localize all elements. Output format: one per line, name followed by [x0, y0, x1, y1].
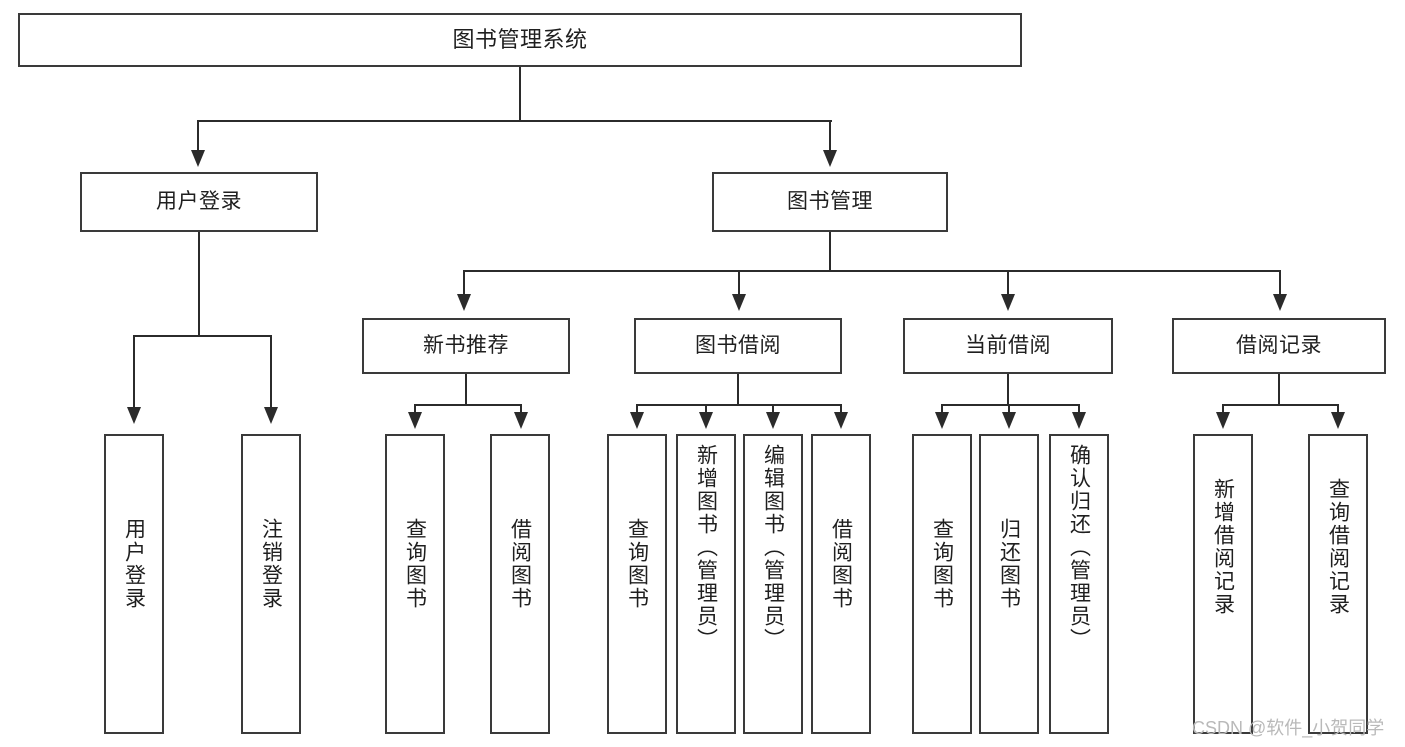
arrow-root-to-book-management	[823, 150, 837, 167]
edge-book-borrow-to-leaf-4	[840, 404, 843, 414]
edge-bm-to-current	[1007, 270, 1010, 294]
node-label: 用户登录	[122, 518, 146, 610]
node-root-book-management-system[interactable]: 图书管理系统	[18, 13, 1022, 67]
edge-bm-to-records	[1279, 270, 1282, 294]
edge-root-to-book-management	[829, 120, 832, 150]
edge-borrow-records-to-leaf-2	[1337, 404, 1340, 414]
node-label: 借阅记录	[1236, 333, 1322, 357]
edge-current-borrow-to-leaf-1	[941, 404, 944, 414]
edge-root-to-user-login	[197, 120, 200, 150]
node-label: 借阅图书	[508, 518, 532, 610]
node-label: 查询图书	[625, 518, 649, 610]
node-label: 查询图书	[403, 518, 427, 610]
leaf-query-borrow-record[interactable]: 查询借阅记录	[1308, 434, 1368, 734]
edge-current-borrow-bus	[941, 404, 1080, 407]
node-label: 新增图书（管理员）	[694, 444, 718, 651]
edge-root-stem	[519, 67, 522, 122]
node-current-borrow[interactable]: 当前借阅	[903, 318, 1113, 374]
leaf-borrow-book[interactable]: 借阅图书	[811, 434, 871, 734]
node-label: 新书推荐	[423, 333, 509, 357]
edge-borrow-records-stem	[1278, 374, 1281, 406]
node-label: 借阅图书	[829, 518, 853, 610]
edge-book-management-stem	[829, 232, 832, 272]
edge-borrow-records-bus	[1222, 404, 1339, 407]
node-label: 编辑图书（管理员）	[761, 444, 785, 651]
edge-current-borrow-stem	[1007, 374, 1010, 406]
arrow-root-to-user-login	[191, 150, 205, 167]
edge-user-login-to-leaf-1	[133, 335, 136, 407]
edge-new-book-to-leaf-2	[520, 404, 523, 414]
leaf-add-book-admin[interactable]: 新增图书（管理员）	[676, 434, 736, 734]
edge-book-borrow-stem	[737, 374, 740, 406]
arrow-new-book-to-leaf-2	[514, 412, 528, 429]
edge-book-borrow-to-leaf-2	[705, 404, 708, 414]
node-book-borrow[interactable]: 图书借阅	[634, 318, 842, 374]
node-label: 查询借阅记录	[1326, 478, 1350, 616]
arrow-book-borrow-to-leaf-4	[834, 412, 848, 429]
edge-user-login-bus	[133, 335, 272, 338]
edge-book-borrow-to-leaf-1	[636, 404, 639, 414]
edge-current-borrow-to-leaf-3	[1078, 404, 1081, 414]
node-label: 图书管理	[787, 189, 873, 213]
edge-borrow-records-to-leaf-1	[1222, 404, 1225, 414]
arrow-current-borrow-to-leaf-1	[935, 412, 949, 429]
arrow-user-login-to-leaf-1	[127, 407, 141, 424]
node-label: 注销登录	[259, 518, 283, 610]
node-label: 当前借阅	[965, 333, 1051, 357]
node-book-management[interactable]: 图书管理	[712, 172, 948, 232]
node-label: 图书管理系统	[452, 27, 588, 53]
arrow-user-login-to-leaf-2	[264, 407, 278, 424]
arrow-current-borrow-to-leaf-2	[1002, 412, 1016, 429]
edge-root-bus	[197, 120, 832, 123]
leaf-query-book-recommend[interactable]: 查询图书	[385, 434, 445, 734]
arrow-bm-to-records	[1273, 294, 1287, 311]
arrow-book-borrow-to-leaf-2	[699, 412, 713, 429]
node-label: 确认归还（管理员）	[1067, 444, 1091, 651]
node-label: 新增借阅记录	[1211, 478, 1235, 616]
leaf-user-login[interactable]: 用户登录	[104, 434, 164, 734]
edge-book-borrow-to-leaf-3	[772, 404, 775, 414]
node-label: 归还图书	[997, 518, 1021, 610]
arrow-book-borrow-to-leaf-1	[630, 412, 644, 429]
arrow-book-borrow-to-leaf-3	[766, 412, 780, 429]
edge-bm-to-borrow	[738, 270, 741, 294]
arrow-bm-to-current	[1001, 294, 1015, 311]
leaf-return-book[interactable]: 归还图书	[979, 434, 1039, 734]
edge-user-login-stem	[198, 232, 201, 337]
arrow-current-borrow-to-leaf-3	[1072, 412, 1086, 429]
edge-current-borrow-to-leaf-2	[1008, 404, 1011, 414]
leaf-edit-book-admin[interactable]: 编辑图书（管理员）	[743, 434, 803, 734]
node-label: 用户登录	[156, 189, 242, 213]
edge-book-borrow-bus	[636, 404, 842, 407]
edge-user-login-to-leaf-2	[270, 335, 273, 407]
watermark-csdn: CSDN @软件_小贺同学	[1192, 718, 1385, 738]
arrow-bm-to-new-book	[457, 294, 471, 311]
node-user-login[interactable]: 用户登录	[80, 172, 318, 232]
edge-book-management-bus	[463, 270, 1281, 273]
arrow-bm-to-borrow	[732, 294, 746, 311]
arrow-borrow-records-to-leaf-1	[1216, 412, 1230, 429]
leaf-add-borrow-record[interactable]: 新增借阅记录	[1193, 434, 1253, 734]
edge-new-book-bus	[414, 404, 522, 407]
leaf-query-book-borrow[interactable]: 查询图书	[607, 434, 667, 734]
leaf-logout[interactable]: 注销登录	[241, 434, 301, 734]
leaf-query-book-current[interactable]: 查询图书	[912, 434, 972, 734]
node-label: 查询图书	[930, 518, 954, 610]
node-new-book-recommend[interactable]: 新书推荐	[362, 318, 570, 374]
leaf-borrow-book-recommend[interactable]: 借阅图书	[490, 434, 550, 734]
leaf-confirm-return-admin[interactable]: 确认归还（管理员）	[1049, 434, 1109, 734]
edge-bm-to-new-book	[463, 270, 466, 294]
arrow-new-book-to-leaf-1	[408, 412, 422, 429]
edge-new-book-to-leaf-1	[414, 404, 417, 414]
arrow-borrow-records-to-leaf-2	[1331, 412, 1345, 429]
edge-new-book-stem	[465, 374, 468, 406]
node-borrow-records[interactable]: 借阅记录	[1172, 318, 1386, 374]
node-label: 图书借阅	[695, 333, 781, 357]
